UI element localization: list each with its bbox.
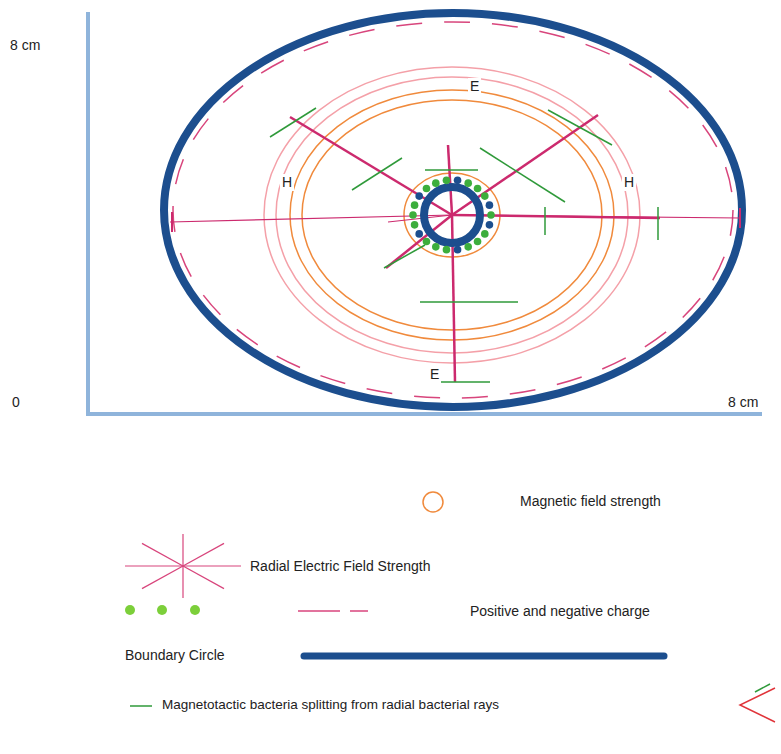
charge-dot — [486, 201, 494, 209]
bacteria-segment — [352, 158, 402, 190]
star-ray — [142, 566, 183, 589]
dash-sample — [350, 610, 368, 612]
charge-dot — [443, 246, 451, 254]
charge-dot — [454, 246, 462, 254]
star-ray — [182, 534, 183, 566]
bacteria-segment — [420, 301, 518, 303]
axis-label: E — [468, 78, 481, 95]
star-ray — [183, 566, 224, 589]
dash-sample — [298, 610, 340, 612]
bacteria-segment — [480, 148, 565, 202]
radial-rays — [170, 115, 740, 382]
radial-ray — [452, 215, 740, 218]
bacteria-segment — [548, 110, 612, 145]
charge-dot — [464, 243, 472, 251]
axis-label: 0 — [10, 394, 22, 411]
axis-label: H — [622, 174, 636, 191]
inner-circle — [424, 187, 480, 243]
charge-dot — [432, 179, 440, 187]
charge-dot — [481, 192, 489, 200]
legend-text: Boundary Circle — [125, 647, 225, 664]
charge-dot — [432, 243, 440, 251]
star-ray — [183, 565, 241, 566]
legend-text: Positive and negative charge — [470, 603, 650, 620]
charge-dot — [411, 221, 419, 229]
legend-text: Radial Electric Field Strength — [250, 558, 431, 575]
ray-tick — [739, 208, 741, 228]
x-axis — [86, 412, 762, 416]
charge-dot — [411, 201, 419, 209]
dot-sample — [125, 605, 135, 615]
charge-dot — [481, 230, 489, 238]
bacteria-sample — [755, 684, 770, 692]
bacteria-segment — [440, 381, 490, 383]
dot-sample — [157, 605, 167, 615]
charge-dot — [423, 185, 431, 193]
axis-label: 8 cm — [8, 37, 42, 54]
star-ray — [182, 566, 183, 598]
ring-sample — [423, 492, 443, 512]
bacteria-segment — [544, 207, 546, 235]
legend-text: Magnetotactic bacteria splitting from ra… — [162, 697, 499, 713]
axes — [86, 12, 762, 415]
ray-tick — [171, 212, 173, 232]
bacteria-segment — [270, 108, 316, 137]
charge-dot — [486, 221, 494, 229]
charge-dot — [415, 230, 423, 238]
charge-dashes — [173, 22, 733, 398]
boundary-circle — [164, 13, 742, 407]
charge-dot — [423, 238, 431, 246]
bacteria-segment — [384, 245, 425, 268]
charge-dot — [415, 192, 423, 200]
charge-dots — [409, 177, 495, 254]
bacteria-segments — [270, 108, 658, 382]
star-sample — [125, 534, 241, 598]
legend-samples — [125, 492, 775, 722]
charge-dot — [443, 177, 451, 185]
bacteria-segment — [425, 169, 478, 171]
star-ray — [183, 543, 224, 566]
charge-dot — [474, 185, 482, 193]
legend-text: Magnetic field strength — [520, 493, 661, 510]
charge-dot — [474, 238, 482, 246]
triangle-sample — [740, 688, 775, 722]
axis-label: 8 cm — [726, 394, 760, 411]
star-ray — [142, 543, 183, 566]
charge-dot — [454, 177, 462, 185]
boundary-sample — [304, 653, 664, 660]
axis-label: E — [428, 366, 441, 383]
bacteria-segment — [657, 207, 659, 240]
charge-dot — [487, 211, 495, 219]
charge-dot — [464, 179, 472, 187]
star-ray — [125, 565, 183, 566]
axis-label: H — [280, 174, 294, 191]
dot-sample — [190, 605, 200, 615]
bacteria-sample — [130, 705, 152, 707]
y-axis — [86, 12, 90, 415]
charge-dot — [409, 211, 417, 219]
